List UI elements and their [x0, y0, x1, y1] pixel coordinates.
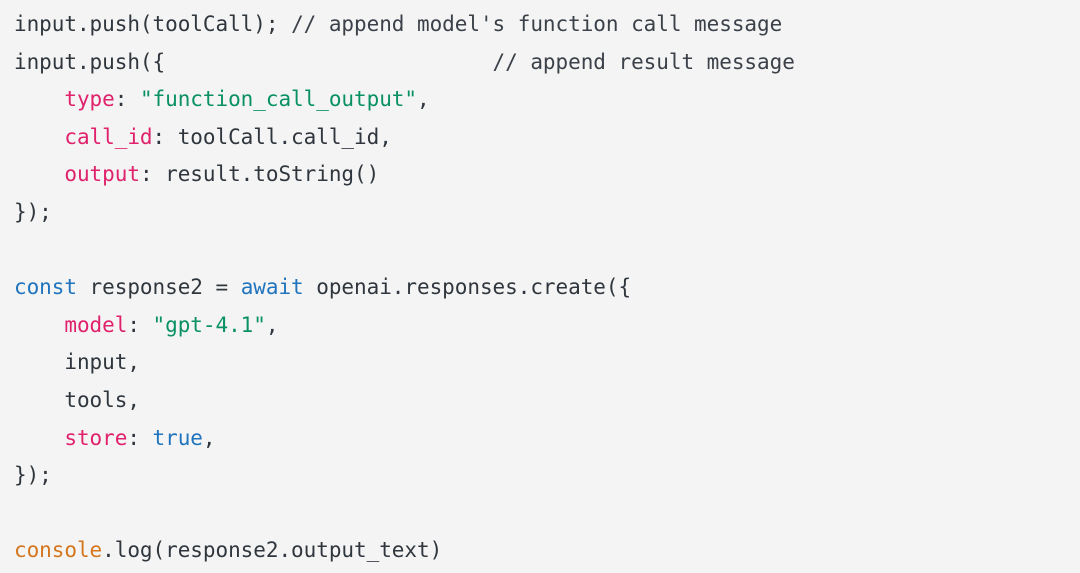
- code-line: const response2 = await openai.responses…: [14, 269, 1080, 307]
- code-line: [14, 495, 1080, 533]
- code-token-key: output: [64, 162, 140, 187]
- code-token-punct: ,: [202, 425, 216, 450]
- code-token-plain: tools,: [14, 387, 140, 412]
- code-line: input.push({ // append result message: [14, 44, 1080, 82]
- code-token-plain: [14, 87, 64, 111]
- code-line: store: true,: [14, 420, 1080, 458]
- code-token-punct: :: [127, 312, 153, 337]
- code-token-plain: });: [14, 463, 52, 488]
- code-token-key: type: [64, 87, 115, 112]
- code-token-plain: [14, 162, 64, 186]
- code-line: output: result.toString(): [14, 156, 1080, 194]
- code-token-key: call_id: [64, 124, 153, 149]
- code-token-plain: response2 =: [76, 275, 241, 300]
- code-token-plain: openai.responses.create({: [303, 275, 632, 300]
- code-line: input,: [14, 344, 1080, 382]
- code-token-plain: : result.toString(): [139, 162, 380, 187]
- code-token-keyword: true: [152, 425, 203, 450]
- code-token-punct: :: [127, 425, 153, 450]
- code-line: tools,: [14, 382, 1080, 420]
- code-token-punct: :: [114, 87, 140, 112]
- code-token-plain: [14, 313, 64, 337]
- code-line: model: "gpt-4.1",: [14, 307, 1080, 345]
- code-token-plain: input.push(toolCall);: [14, 12, 292, 36]
- code-token-plain: .log(response2.output_text): [102, 538, 443, 563]
- code-token-plain: input.push({: [14, 49, 493, 74]
- code-line: call_id: toolCall.call_id,: [14, 119, 1080, 157]
- code-token-plain: [14, 125, 64, 149]
- code-line: console.log(response2.output_text): [14, 532, 1080, 570]
- code-token-plain: : toolCall.call_id,: [152, 124, 392, 149]
- code-token-punct: ,: [265, 312, 279, 337]
- code-line: input.push(toolCall); // append model's …: [14, 6, 1080, 44]
- code-token-keyword: await: [240, 275, 304, 300]
- code-token-comment: // append result message: [492, 49, 795, 74]
- code-token-plain: [14, 426, 64, 450]
- code-token-key: store: [64, 425, 128, 450]
- code-line: });: [14, 194, 1080, 232]
- code-line: type: "function_call_output",: [14, 81, 1080, 119]
- code-token-plain: input,: [14, 350, 140, 375]
- code-token-keyword: const: [14, 275, 77, 300]
- code-token-builtin: console: [14, 538, 103, 563]
- code-token-string: "function_call_output": [139, 87, 417, 112]
- code-token-comment: // append model's function call message: [291, 12, 783, 36]
- code-token-plain: });: [14, 199, 52, 224]
- code-line: });: [14, 457, 1080, 495]
- code-token-string: "gpt-4.1": [152, 312, 266, 337]
- code-token-key: model: [64, 312, 128, 337]
- code-line: [14, 232, 1080, 270]
- code-token-punct: ,: [417, 87, 430, 112]
